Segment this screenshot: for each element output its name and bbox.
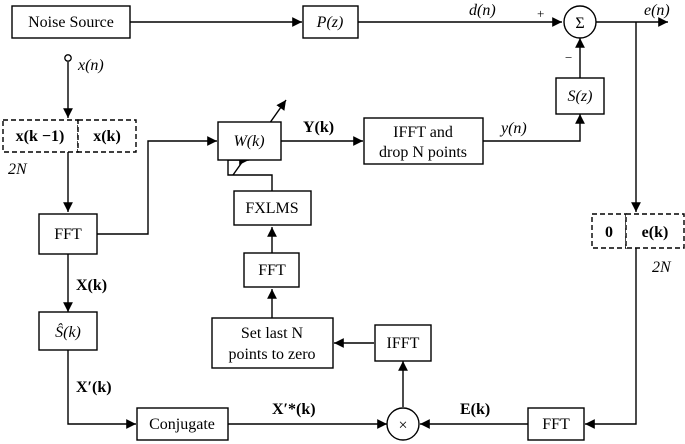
multiplier-junction: × xyxy=(386,407,420,441)
conjugate-block: Conjugate xyxy=(136,407,229,441)
svg-text:S(z): S(z) xyxy=(568,88,593,105)
input-terminal xyxy=(64,54,72,62)
label-Y-k: Y(k) xyxy=(303,119,334,136)
svg-text:FFT: FFT xyxy=(542,416,570,433)
buffer-x-cur: x(k) xyxy=(93,128,121,145)
label-X-prime-k: X′(k) xyxy=(76,379,112,396)
primary-path-block: P(z) xyxy=(302,5,359,39)
label-plus: + xyxy=(537,6,544,21)
svg-text:P(z): P(z) xyxy=(316,14,344,31)
svg-text:FXLMS: FXLMS xyxy=(245,200,298,217)
label-E-k: E(k) xyxy=(460,401,490,418)
label-X-conj-k: X′*(k) xyxy=(272,401,316,418)
buffer-e-zero: 0 xyxy=(605,224,613,241)
s-hat-block: Ŝ(k) xyxy=(38,311,98,351)
ifft-drop-block: IFFT and drop N points xyxy=(363,117,484,165)
svg-text:Noise Source: Noise Source xyxy=(28,14,114,31)
svg-text:W(k): W(k) xyxy=(233,133,264,150)
svg-text:×: × xyxy=(398,417,407,434)
wire-fxlms-to-w xyxy=(227,155,273,191)
label-X-k: X(k) xyxy=(76,277,107,294)
summing-junction: Σ xyxy=(563,5,597,39)
label-y-n: y(n) xyxy=(499,120,527,137)
buffer-e-cur: e(k) xyxy=(642,224,669,241)
secondary-path-block: S(z) xyxy=(555,77,605,115)
label-d-n: d(n) xyxy=(469,2,496,19)
fft-mid-block: FFT xyxy=(243,252,300,288)
error-buffer: 0 e(k) xyxy=(591,213,685,249)
svg-text:drop N points: drop N points xyxy=(379,144,467,161)
wire-ifft-drop-to-s xyxy=(483,114,585,142)
label-2n-left: 2N xyxy=(8,161,28,178)
noise-source-block: Noise Source xyxy=(11,5,131,39)
label-x-n: x(n) xyxy=(77,57,104,74)
wire-fft-to-w xyxy=(97,136,217,235)
svg-text:FFT: FFT xyxy=(258,262,286,279)
svg-text:Conjugate: Conjugate xyxy=(149,416,215,433)
svg-text:Set last N: Set last N xyxy=(241,325,304,342)
svg-text:Ŝ(k): Ŝ(k) xyxy=(55,322,81,341)
set-zero-block: Set last N points to zero xyxy=(211,317,334,369)
fxlms-block: FXLMS xyxy=(233,190,312,226)
ifft-block: IFFT xyxy=(374,324,432,362)
svg-text:points to zero: points to zero xyxy=(228,346,315,363)
wire-shat-to-conjugate xyxy=(67,350,136,429)
fft-e-block: FFT xyxy=(527,407,585,441)
label-2n-right: 2N xyxy=(652,259,672,276)
wire-buffer-to-fft-e xyxy=(585,248,637,429)
svg-text:Σ: Σ xyxy=(575,15,584,32)
svg-text:FFT: FFT xyxy=(54,226,82,243)
label-e-n: e(n) xyxy=(644,2,670,19)
svg-text:IFFT: IFFT xyxy=(387,335,420,352)
fft-x-block: FFT xyxy=(38,213,98,255)
input-buffer: x(k −1) x(k) xyxy=(2,119,137,153)
weights-block: W(k) xyxy=(217,121,282,161)
svg-text:IFFT and: IFFT and xyxy=(393,124,453,141)
label-minus: − xyxy=(565,50,572,65)
buffer-x-prev: x(k −1) xyxy=(16,128,65,145)
